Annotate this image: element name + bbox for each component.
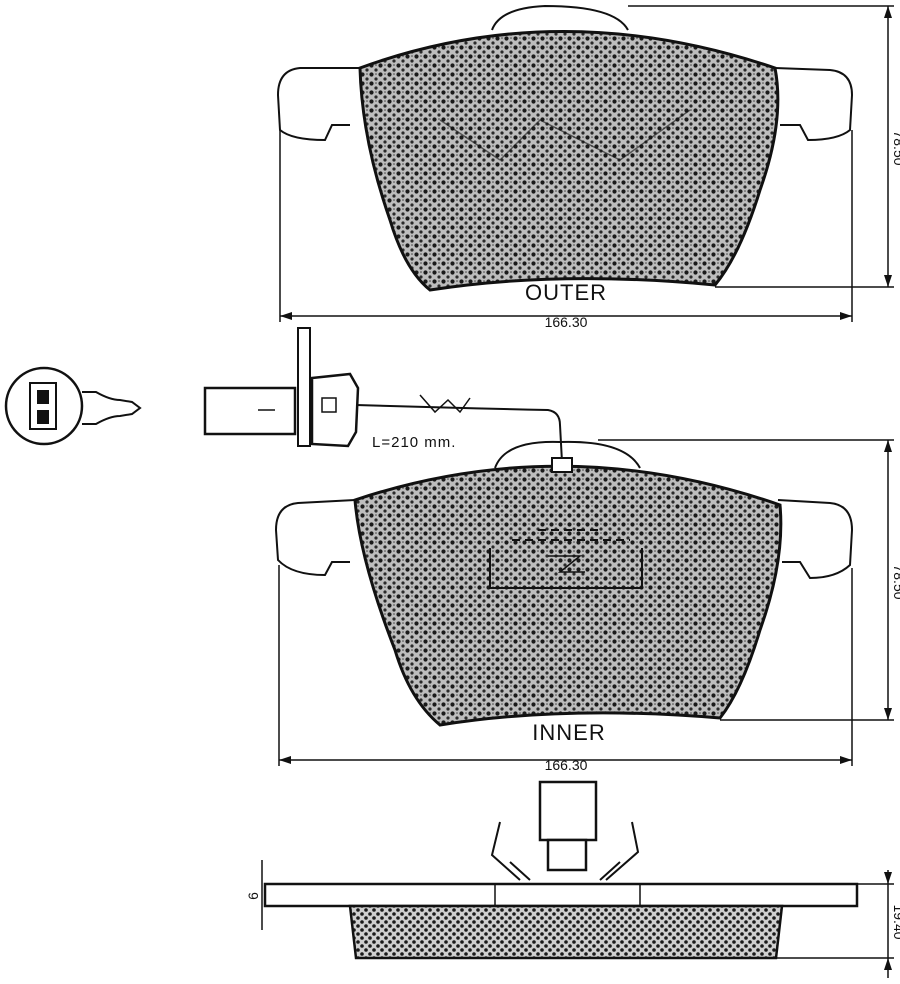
side-backplate <box>263 882 859 908</box>
inner-friction-material <box>353 464 783 727</box>
cable-clip-symbol <box>419 394 471 414</box>
inner-spring-clip <box>489 457 643 589</box>
sensor-plug <box>203 327 360 448</box>
inner-width-dim: 166.30 <box>545 757 588 773</box>
thickness-dim: 19.40 <box>891 904 900 939</box>
outer-friction-material <box>358 30 780 292</box>
outer-top-clip <box>491 4 629 31</box>
backplate-dim: 6 <box>245 892 261 900</box>
side-spring-clip <box>490 780 640 881</box>
inner-height-arrow-top <box>884 440 892 452</box>
inner-width-arrow-right <box>840 756 852 764</box>
side-view: 6 19.40 <box>245 780 900 978</box>
inner-pad-view: INNER 166.30 78.50 <box>274 439 900 773</box>
outer-pad-label: OUTER <box>525 280 607 305</box>
outer-width-arrow-right <box>840 312 852 320</box>
outer-height-arrow-top <box>884 6 892 18</box>
outer-height-dim: 78.50 <box>891 130 900 165</box>
inner-height-dim: 78.50 <box>891 564 900 599</box>
inner-width-arrow-left <box>279 756 291 764</box>
outer-pad-view: OUTER 166.30 78.50 <box>276 4 900 330</box>
outer-friction-groove <box>439 109 691 161</box>
wear-sensor: L=210 mm. <box>4 327 563 463</box>
sensor-length-label: L=210 mm. <box>372 434 456 451</box>
outer-height-arrow-bottom <box>884 275 892 287</box>
side-friction-material <box>348 904 784 960</box>
inner-height-arrow-bottom <box>884 708 892 720</box>
sensor-cable <box>355 404 563 463</box>
inner-top-clip <box>494 440 641 469</box>
connector-end-view <box>4 366 142 446</box>
outer-width-arrow-left <box>280 312 292 320</box>
outer-width-dim: 166.30 <box>545 314 588 330</box>
inner-backplate <box>274 499 854 580</box>
inner-pad-label: INNER <box>532 720 605 745</box>
